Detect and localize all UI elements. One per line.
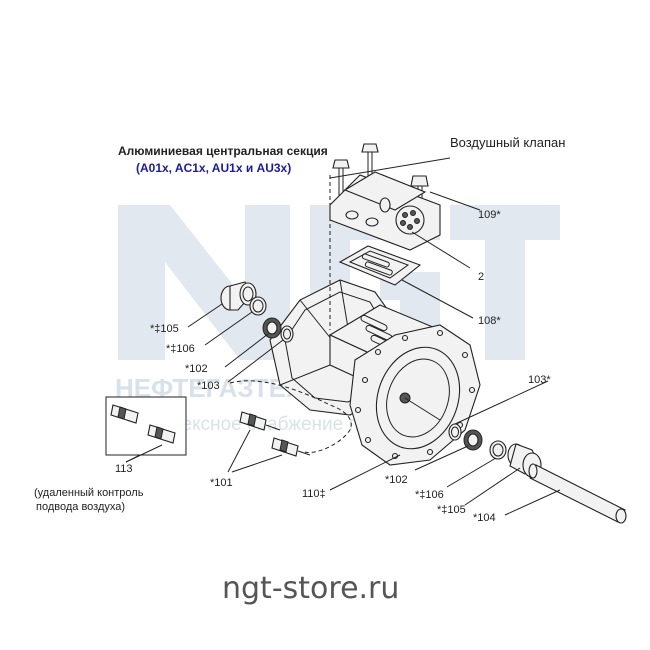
callout-106-right: *‡106 bbox=[415, 489, 444, 501]
section-title: Алюминиевая центральная секция bbox=[118, 144, 328, 158]
leader-lines bbox=[125, 157, 561, 516]
fitting-101-a bbox=[239, 411, 281, 431]
valve-gasket bbox=[338, 245, 422, 286]
callout-105-left: *‡105 bbox=[150, 323, 179, 335]
left-seal-106 bbox=[249, 296, 267, 316]
callout-109: 109* bbox=[478, 209, 501, 221]
air-valve-label: Воздушный клапан bbox=[450, 135, 565, 150]
callout-113-note-2: подвода воздуха) bbox=[36, 501, 125, 513]
remote-control-kit-113 bbox=[105, 396, 187, 456]
callout-labels: 109* 2 108* *‡105 *‡106 *102 *103 103* 1… bbox=[34, 209, 551, 524]
callout-113-note-1: (удаленный контроль bbox=[34, 487, 144, 499]
footer-site: ngt-store.ru bbox=[222, 571, 399, 606]
right-seal-106 bbox=[489, 440, 507, 460]
left-packing-102 bbox=[262, 317, 282, 339]
left-oring-103 bbox=[280, 325, 294, 343]
section-subtitle: (A01x, AC1x, AU1x и AU3x) bbox=[136, 161, 291, 175]
shaft-104 bbox=[528, 463, 627, 524]
callout-104: *104 bbox=[473, 512, 496, 524]
callout-101: *101 bbox=[210, 477, 233, 489]
fitting-101-b bbox=[271, 437, 311, 457]
callout-2: 2 bbox=[478, 271, 484, 283]
callout-103-left: *103 bbox=[197, 380, 220, 392]
callout-108: 108* bbox=[478, 315, 501, 327]
callout-103-right: 103* bbox=[528, 374, 551, 386]
callout-110: 110‡ bbox=[302, 488, 326, 500]
callout-102-left: *102 bbox=[185, 363, 208, 375]
air-valve-part bbox=[329, 143, 441, 251]
right-packing-102 bbox=[463, 429, 483, 451]
callout-102-right: *102 bbox=[385, 474, 408, 486]
bolt-1 bbox=[332, 159, 350, 200]
callout-113: 113 bbox=[115, 463, 133, 475]
callout-106-left: *‡106 bbox=[166, 343, 195, 355]
center-housing bbox=[269, 279, 481, 466]
callout-105-right: *‡105 bbox=[437, 504, 466, 516]
right-oring-103 bbox=[448, 423, 462, 441]
